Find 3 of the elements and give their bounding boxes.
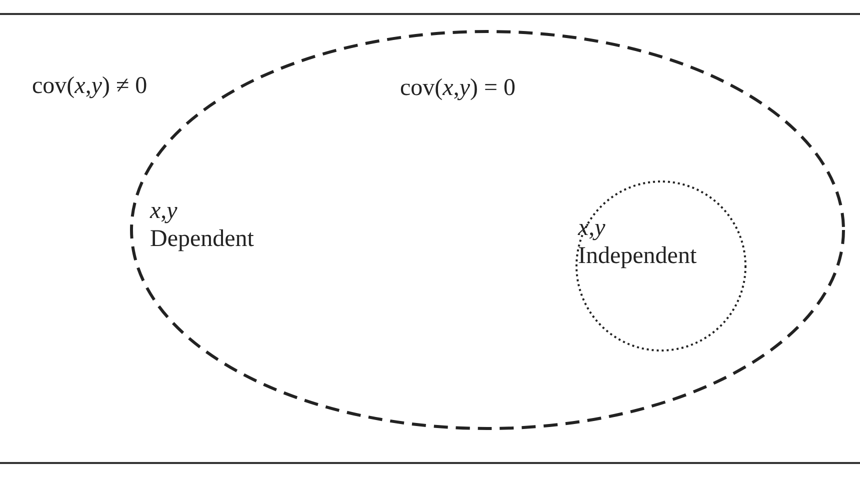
condition-label: cov(x,y) ≠ 0 xyxy=(32,73,148,101)
set-label: x,y Dependent xyxy=(150,198,254,254)
condition-label: cov(x,y) = 0 xyxy=(400,75,516,103)
